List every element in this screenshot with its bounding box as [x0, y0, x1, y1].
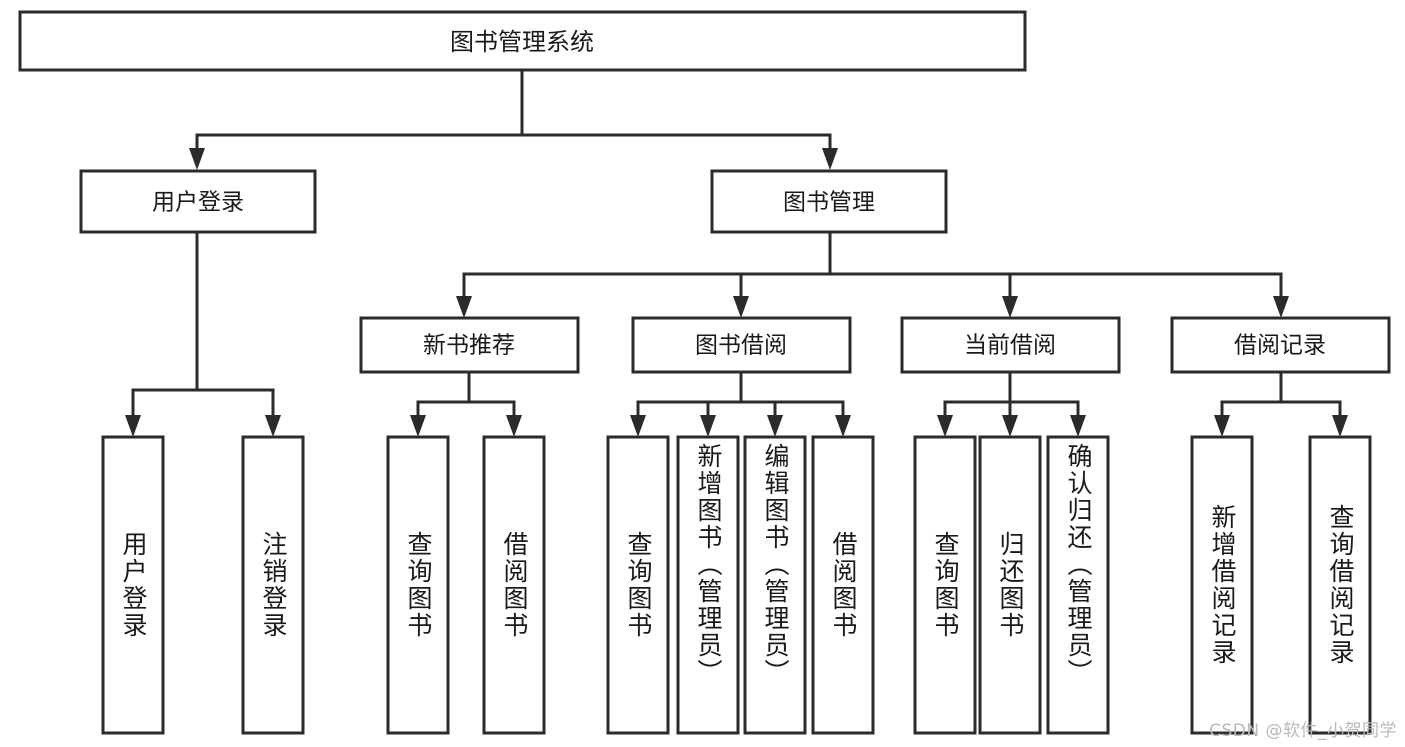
node-leaf-query-record[interactable]	[1308, 435, 1372, 735]
node-leaf-confirm-return[interactable]	[1046, 435, 1110, 735]
arrow-head-icon	[265, 415, 281, 437]
watermark-text: CSDN @软件_小贺同学	[1209, 721, 1397, 741]
node-leaf-edit-book[interactable]	[743, 435, 807, 735]
arrow-head-icon	[1332, 415, 1348, 437]
arrow-head-icon	[1002, 296, 1018, 318]
node-leaf-add-record[interactable]	[1190, 435, 1254, 735]
connector-newbook-to-leaves	[410, 370, 522, 437]
node-leaf-user-login[interactable]	[101, 435, 165, 735]
node-book-borrow[interactable]: 图书借阅	[631, 316, 852, 374]
arrow-head-icon	[410, 415, 426, 437]
node-leaf-query-book-1[interactable]	[386, 435, 450, 735]
node-book-manage[interactable]: 图书管理	[710, 169, 948, 234]
arrow-head-icon	[189, 148, 205, 170]
node-new-book-rec-label: 新书推荐	[423, 333, 515, 359]
node-leaf-borrow-book-1[interactable]	[482, 435, 546, 735]
node-leaf-user-logout[interactable]	[241, 435, 305, 735]
node-current-borrow[interactable]: 当前借阅	[900, 316, 1121, 374]
arrow-head-icon	[125, 415, 141, 437]
arrow-head-icon	[700, 415, 716, 437]
arrow-head-icon	[835, 415, 851, 437]
node-borrow-record-label: 借阅记录	[1234, 333, 1326, 359]
leaf-rects	[101, 435, 1372, 735]
node-user-login-label: 用户登录	[152, 190, 244, 216]
arrow-head-icon	[506, 415, 522, 437]
arrow-head-icon	[733, 296, 749, 318]
node-root[interactable]: 图书管理系统	[18, 10, 1027, 72]
arrow-head-icon	[822, 148, 838, 170]
arrow-head-icon	[767, 415, 783, 437]
arrow-head-icon	[1273, 296, 1289, 318]
node-book-manage-label: 图书管理	[783, 190, 875, 216]
connector-root-to-level2	[189, 68, 838, 170]
arrow-head-icon	[1070, 415, 1086, 437]
connector-bookborrow-to-leaves	[630, 370, 851, 437]
node-book-borrow-label: 图书借阅	[695, 333, 787, 359]
arrow-head-icon	[937, 415, 953, 437]
connector-userlogin-to-leaves	[125, 230, 281, 437]
node-leaf-add-book[interactable]	[676, 435, 740, 735]
arrow-head-icon	[456, 296, 472, 318]
node-user-login[interactable]: 用户登录	[79, 169, 317, 234]
node-leaf-query-book-2[interactable]	[606, 435, 670, 735]
node-new-book-rec[interactable]: 新书推荐	[359, 316, 580, 374]
connector-currentborrow-to-leaves	[937, 370, 1086, 437]
arrow-head-icon	[1214, 415, 1230, 437]
arrow-head-icon	[1002, 415, 1018, 437]
node-leaf-borrow-book-2[interactable]	[811, 435, 875, 735]
node-leaf-return-book[interactable]	[978, 435, 1042, 735]
node-current-borrow-label: 当前借阅	[964, 333, 1056, 359]
node-borrow-record[interactable]: 借阅记录	[1170, 316, 1391, 374]
arrow-head-icon	[630, 415, 646, 437]
connector-borrowrecord-to-leaves	[1214, 370, 1348, 437]
node-root-label: 图书管理系统	[450, 28, 594, 56]
node-leaf-query-book-3[interactable]	[913, 435, 977, 735]
connector-bookmanage-to-level3	[456, 230, 1289, 318]
